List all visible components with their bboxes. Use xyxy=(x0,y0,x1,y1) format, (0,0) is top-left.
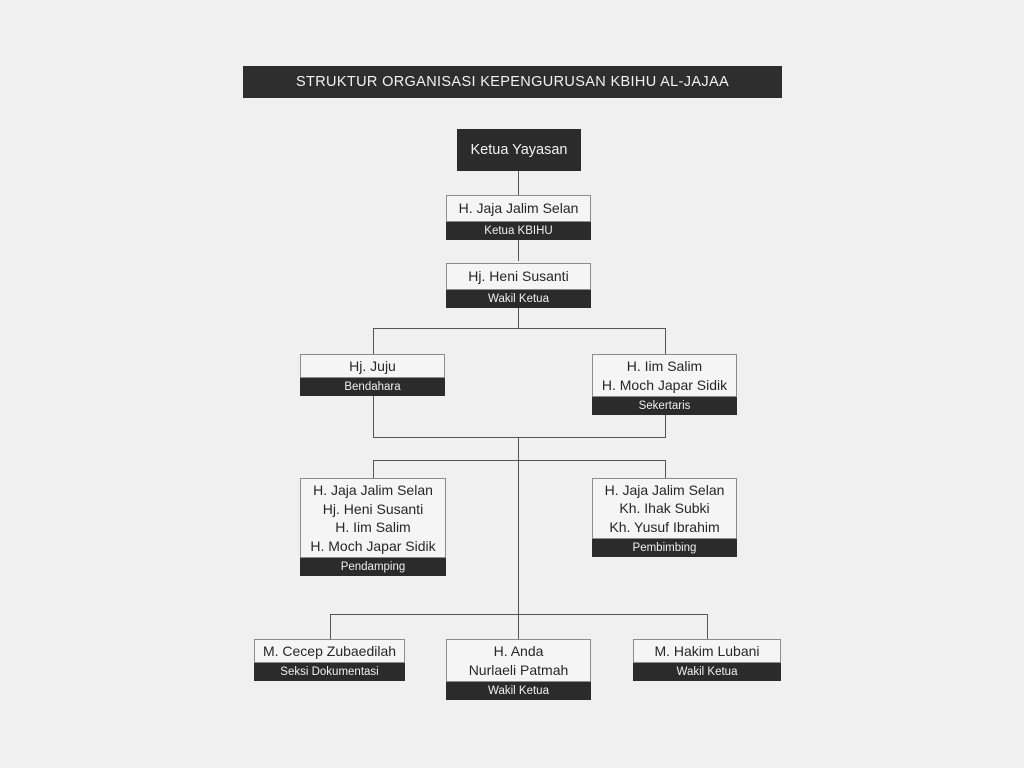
node-seksi-dokumentasi[interactable]: M. Cecep Zubaedilah Seksi Dokumentasi xyxy=(254,639,405,681)
node-bendahara[interactable]: Hj. Juju Bendahara xyxy=(300,354,445,396)
node-pembimbing-names: H. Jaja Jalim Selan Kh. Ihak Subki Kh. Y… xyxy=(592,478,737,539)
node-ketua-kbihu-role: Ketua KBIHU xyxy=(446,222,591,240)
node-wakil-ketua[interactable]: Hj. Heni Susanti Wakil Ketua xyxy=(446,263,591,308)
node-wakil-ketua-anda-role: Wakil Ketua xyxy=(446,682,591,700)
node-pendamping-names: H. Jaja Jalim Selan Hj. Heni Susanti H. … xyxy=(300,478,446,558)
connector-to-bendahara xyxy=(373,328,374,354)
node-wakil-ketua-role: Wakil Ketua xyxy=(446,290,591,308)
connector-to-pembimbing xyxy=(665,460,666,478)
node-ketua-kbihu-names: H. Jaja Jalim Selan xyxy=(446,195,591,222)
node-pembimbing[interactable]: H. Jaja Jalim Selan Kh. Ihak Subki Kh. Y… xyxy=(592,478,737,557)
node-wakil-ketua-hakim-role: Wakil Ketua xyxy=(633,663,781,681)
name-line: M. Hakim Lubani xyxy=(654,642,760,659)
name-line: H. Anda xyxy=(493,643,544,659)
connector-sekertaris-down xyxy=(665,415,666,437)
node-ketua-yayasan-label: Ketua Yayasan xyxy=(457,129,581,171)
connector-to-wakil-hakim xyxy=(707,614,708,639)
name-line: H. Moch Japar Sidik xyxy=(601,376,728,393)
connector-to-wakil-anda xyxy=(518,614,519,639)
node-wakil-ketua-hakim-names: M. Hakim Lubani xyxy=(633,639,781,663)
node-wakil-ketua-anda-names: H. Anda Nurlaeli Patmah xyxy=(446,639,591,682)
name-line: H. Moch Japar Sidik xyxy=(310,537,436,554)
node-pendamping[interactable]: H. Jaja Jalim Selan Hj. Heni Susanti H. … xyxy=(300,478,446,576)
node-ketua-yayasan[interactable]: Ketua Yayasan xyxy=(457,129,581,171)
name-line: H. Jaja Jalim Selan xyxy=(313,482,433,498)
connector-merge-bar xyxy=(373,437,666,438)
name-line: Nurlaeli Patmah xyxy=(468,661,569,678)
connector-ketua-to-wakil xyxy=(518,239,519,261)
page-title: STRUKTUR ORGANISASI KEPENGURUSAN KBIHU A… xyxy=(243,66,782,98)
name-line: Hj. Juju xyxy=(349,357,396,374)
name-line: Kh. Ihak Subki xyxy=(619,500,710,517)
name-line: H. Iim Salim xyxy=(626,358,703,374)
name-line: H. Jaja Jalim Selan xyxy=(604,481,725,498)
node-seksi-dokumentasi-names: M. Cecep Zubaedilah xyxy=(254,639,405,663)
node-bendahara-role: Bendahara xyxy=(300,378,445,396)
connector-to-pendamping xyxy=(373,460,374,478)
connector-merge-stem xyxy=(518,437,519,461)
name-line: H. Jaja Jalim Selan xyxy=(458,200,579,217)
connector-to-seksi-dokumentasi xyxy=(330,614,331,639)
connector-bendahara-down xyxy=(373,396,374,437)
node-sekertaris-names: H. Iim Salim H. Moch Japar Sidik xyxy=(592,354,737,397)
name-line: H. Iim Salim xyxy=(335,519,411,535)
node-ketua-kbihu[interactable]: H. Jaja Jalim Selan Ketua KBIHU xyxy=(446,195,591,240)
connector-central-trunk xyxy=(518,460,519,615)
node-seksi-dokumentasi-role: Seksi Dokumentasi xyxy=(254,663,405,681)
connector-root-to-ketua xyxy=(518,171,519,195)
name-line: Kh. Yusuf Ibrahim xyxy=(609,518,720,535)
connector-level4-bar xyxy=(373,460,666,461)
node-wakil-ketua-anda[interactable]: H. Anda Nurlaeli Patmah Wakil Ketua xyxy=(446,639,591,700)
name-line: Hj. Heni Susanti xyxy=(468,268,569,285)
node-sekertaris[interactable]: H. Iim Salim H. Moch Japar Sidik Sekerta… xyxy=(592,354,737,415)
node-pendamping-role: Pendamping xyxy=(300,558,446,576)
name-line: M. Cecep Zubaedilah xyxy=(262,642,397,659)
node-pembimbing-role: Pembimbing xyxy=(592,539,737,557)
node-wakil-ketua-hakim[interactable]: M. Hakim Lubani Wakil Ketua xyxy=(633,639,781,681)
node-sekertaris-role: Sekertaris xyxy=(592,397,737,415)
node-bendahara-names: Hj. Juju xyxy=(300,354,445,378)
connector-wakil-stem xyxy=(518,307,519,329)
connector-to-sekertaris xyxy=(665,328,666,354)
node-wakil-ketua-names: Hj. Heni Susanti xyxy=(446,263,591,290)
name-line: Hj. Heni Susanti xyxy=(322,500,424,517)
connector-level3-bar xyxy=(373,328,666,329)
